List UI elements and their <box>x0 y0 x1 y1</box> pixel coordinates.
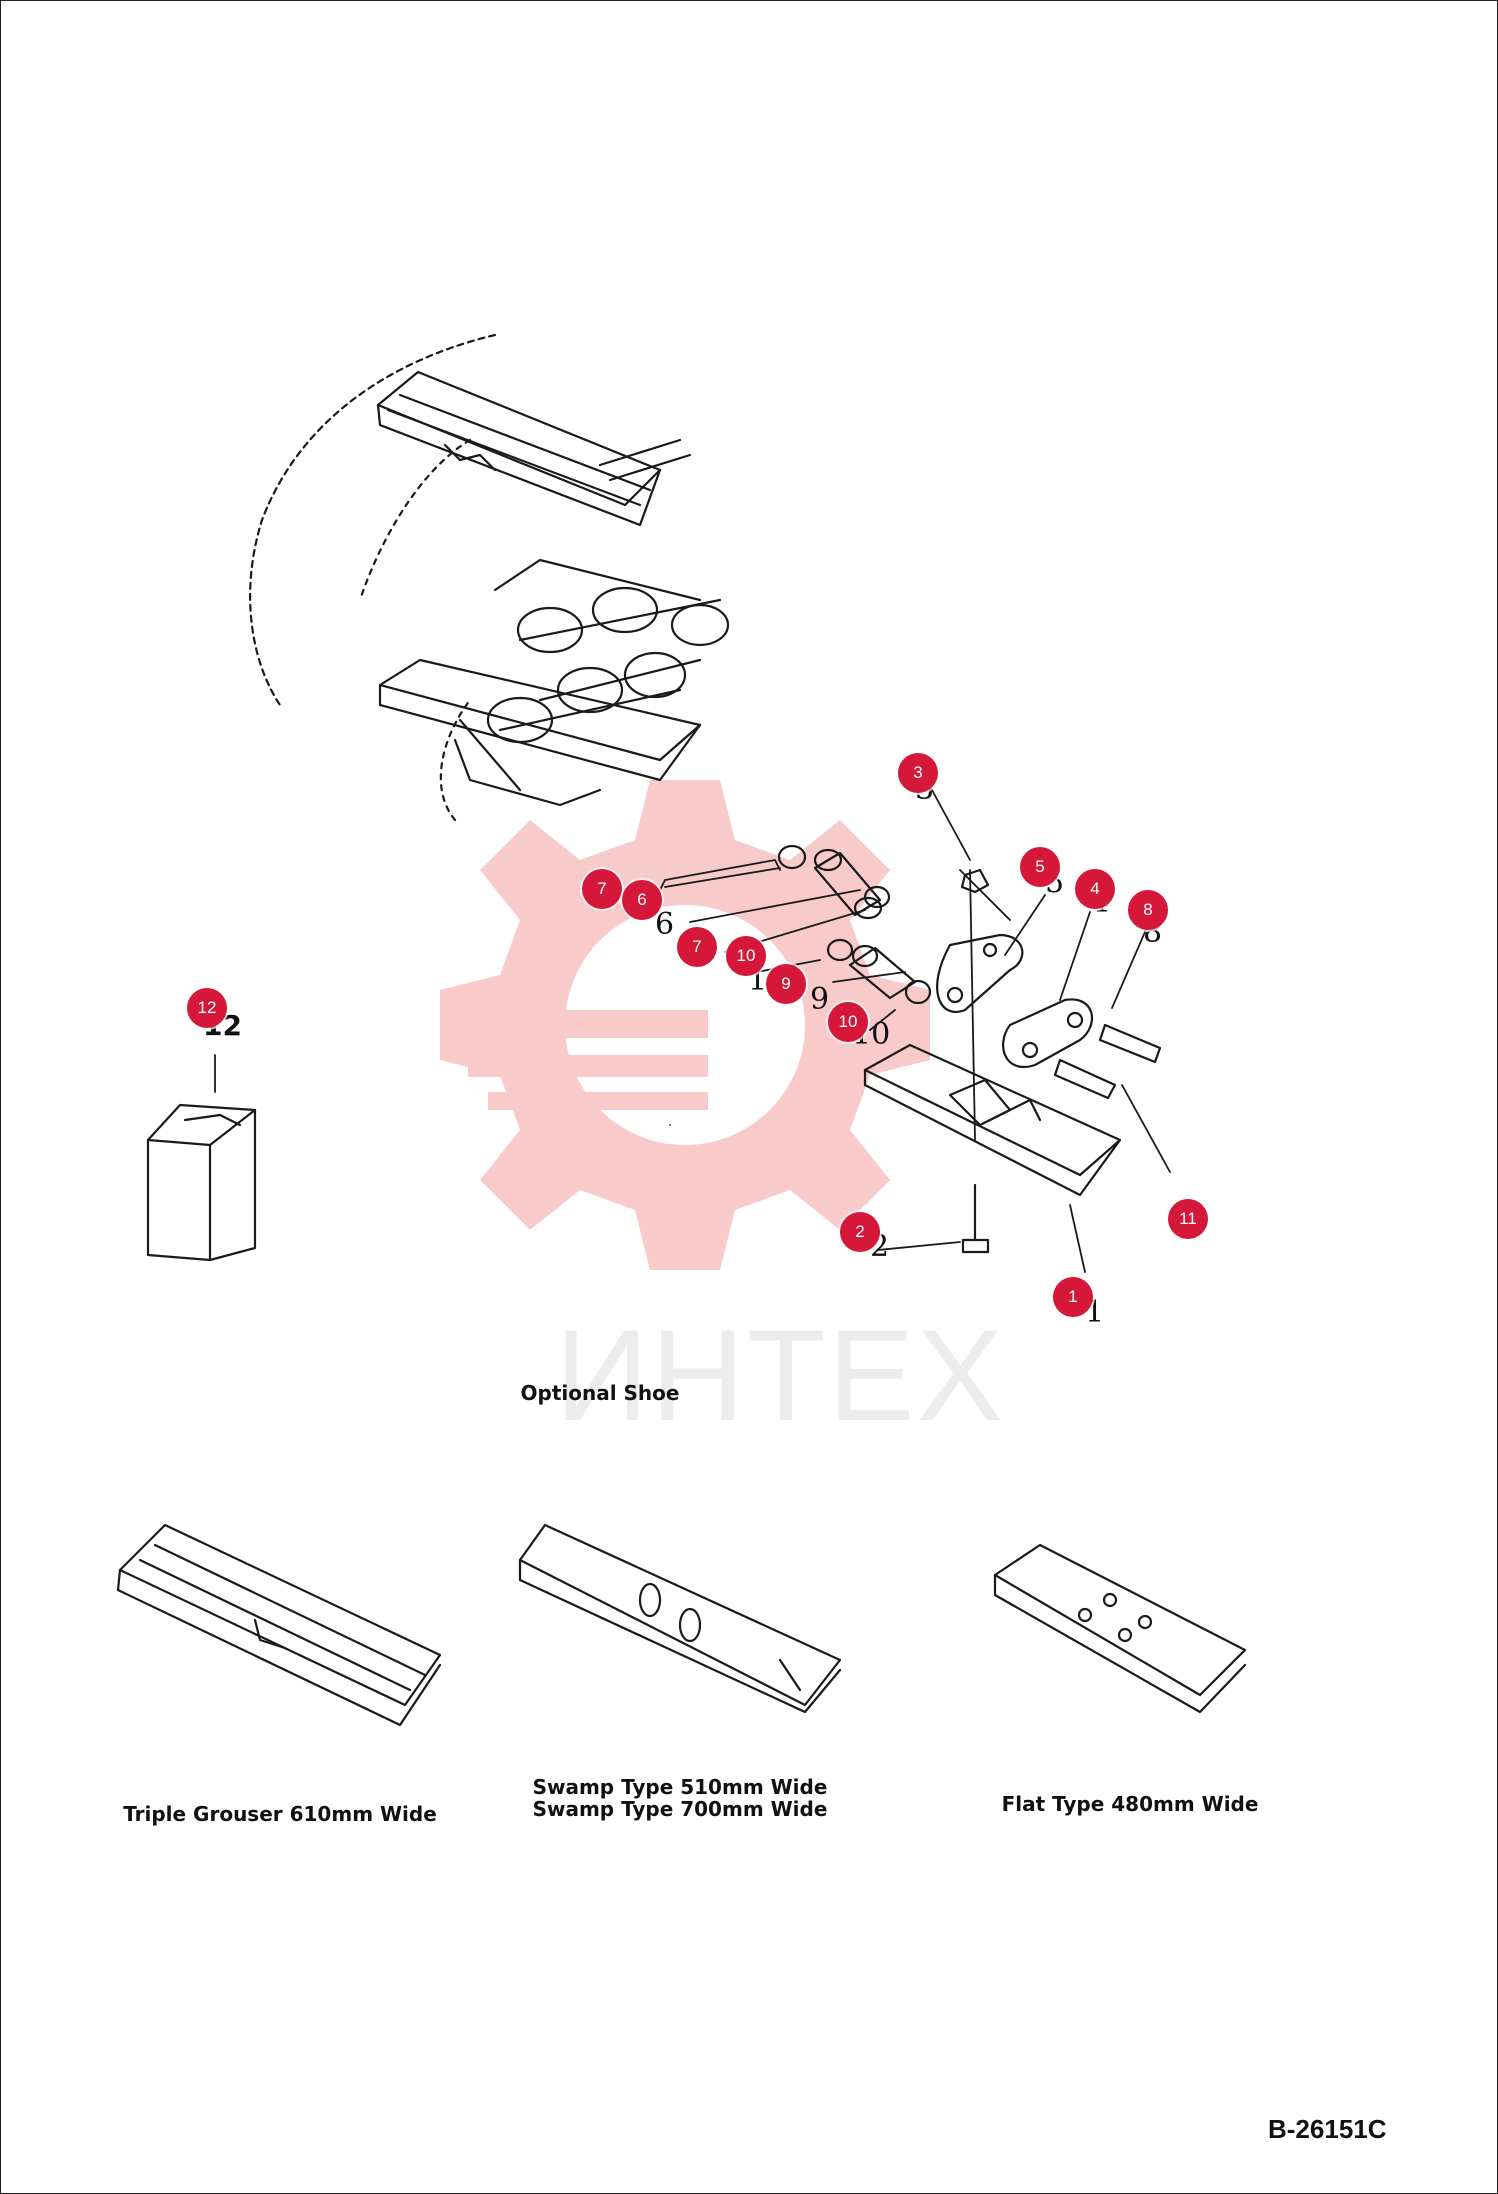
callout-9[interactable]: 9 <box>766 964 806 1004</box>
callout-11[interactable]: 11 <box>1168 1199 1208 1239</box>
caption-triple-grouser: Triple Grouser 610mm Wide <box>123 1802 437 1826</box>
callout-7a[interactable]: 7 <box>582 869 622 909</box>
callout-6[interactable]: 6 <box>622 880 662 920</box>
item-12-block <box>146 1103 257 1262</box>
part-number-6: 6 <box>655 907 675 942</box>
callout-4[interactable]: 4 <box>1075 869 1115 909</box>
track-shoe-upper <box>376 370 692 527</box>
exploded-parts <box>777 844 1162 1254</box>
leader-lines <box>214 767 1171 1273</box>
callout-12[interactable]: 12 <box>187 988 227 1028</box>
sprocket-outline <box>249 333 497 707</box>
caption-flat-type: Flat Type 480mm Wide <box>1001 1792 1259 1816</box>
track-chain <box>486 558 730 744</box>
callout-7b[interactable]: 7 <box>677 927 717 967</box>
shoe-triple-grouser-drawing <box>116 1523 442 1727</box>
caption-swamp-700: Swamp Type 700mm Wide <box>532 1797 828 1821</box>
watermark-text: ИНТЕХ <box>555 1302 1006 1448</box>
part-number-9: 9 <box>810 982 830 1017</box>
callout-5[interactable]: 5 <box>1020 847 1060 887</box>
callout-10b[interactable]: 10 <box>828 1002 868 1042</box>
callout-10a[interactable]: 10 <box>726 936 766 976</box>
callout-2[interactable]: 2 <box>840 1212 880 1252</box>
caption-optional-shoe: Optional Shoe <box>520 1381 680 1405</box>
track-shoe-lower <box>378 658 702 807</box>
callout-1[interactable]: 1 <box>1053 1277 1093 1317</box>
callout-3[interactable]: 3 <box>898 753 938 793</box>
callout-8[interactable]: 8 <box>1128 890 1168 930</box>
caption-swamp-510: Swamp Type 510mm Wide <box>532 1775 828 1799</box>
drawing-code: B-26151C <box>1268 2114 1387 2144</box>
shoe-flat-type-drawing <box>993 1543 1247 1714</box>
shoe-swamp-type-drawing <box>518 1523 842 1714</box>
